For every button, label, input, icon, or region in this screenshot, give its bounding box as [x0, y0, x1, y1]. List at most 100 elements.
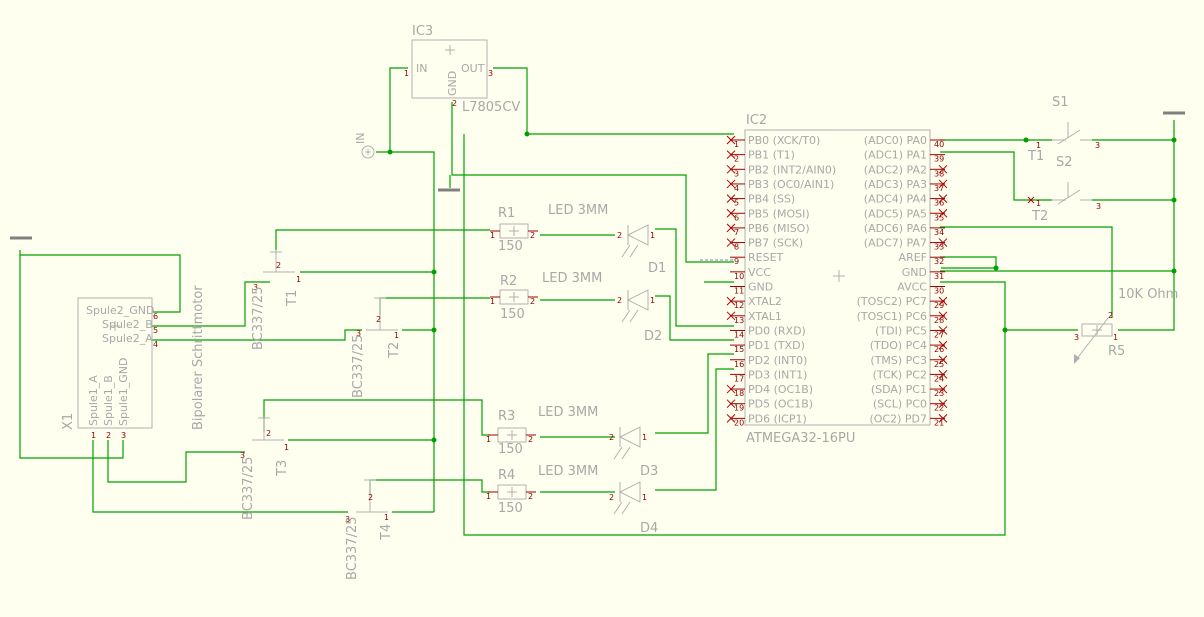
nc-cross: [726, 296, 736, 306]
svg-text:S2: S2: [1056, 155, 1073, 170]
ic3-pin-gnd: GND: [446, 71, 459, 96]
svg-text:Spule2_A: Spule2_A: [102, 332, 153, 345]
svg-text:BC337/25: BC337/25: [241, 456, 256, 520]
nc-cross: [726, 135, 736, 145]
ic3-pin-in: IN: [416, 62, 427, 75]
ic2-right-pin-number: 32: [934, 257, 944, 266]
ic2-right-pin-label: (ADC4) PA4: [864, 193, 927, 206]
svg-text:3: 3: [121, 431, 126, 440]
ic2-left-pin-label: PD0 (RXD): [748, 324, 806, 337]
svg-text:BC337/25: BC337/25: [351, 334, 366, 398]
svg-text:1: 1: [650, 296, 655, 305]
svg-text:S1: S1: [1052, 95, 1069, 110]
nc-cross: [726, 311, 736, 321]
svg-text:T2: T2: [1031, 209, 1048, 224]
ic2-right-pin-number: 29: [934, 301, 944, 310]
ic2-right-pin-label: GND: [902, 266, 927, 279]
ic2-right-pin-label: (ADC1) PA1: [864, 149, 927, 162]
ic2-right-pin-number: 35: [934, 213, 944, 222]
ic2-right-pin-number: 34: [934, 228, 944, 237]
ic2-right-pin-label: (TOSC1) PC6: [857, 310, 927, 323]
svg-text:1: 1: [642, 433, 647, 442]
svg-text:3: 3: [345, 515, 350, 524]
svg-text:2: 2: [376, 315, 381, 324]
ic2-right-pin-label: (ADC5) PA5: [864, 207, 927, 220]
svg-text:150: 150: [500, 307, 525, 322]
x1-stepper-connector[interactable]: Spule2_GND Spule2_B Spule2_A 6 5 4 Spule…: [61, 285, 206, 440]
ic2-right-pin-number: 38: [934, 169, 944, 178]
svg-text:1: 1: [1036, 141, 1041, 150]
ic2-left-pin-label: PB3 (OC0/AIN1): [748, 178, 834, 191]
svg-text:2: 2: [617, 231, 622, 240]
svg-text:1: 1: [91, 431, 96, 440]
nc-cross: [938, 194, 948, 203]
ic2-right-pin-number: 37: [934, 184, 944, 193]
ic2-right-pin-number: 27: [934, 330, 944, 339]
svg-text:LED 3MM: LED 3MM: [548, 203, 608, 218]
ic2-left-pin-label: PB4 (SS): [748, 193, 795, 206]
gnd-symbols: [10, 111, 1185, 240]
svg-text:2: 2: [609, 493, 614, 502]
led-d2[interactable]: LED 3MM D2 2 1: [542, 271, 662, 344]
ic2-left-pin-number: 1: [734, 140, 739, 149]
svg-text:1: 1: [642, 493, 647, 502]
nc-cross: [726, 223, 736, 233]
nc-cross: [726, 384, 736, 394]
svg-text:R2: R2: [500, 274, 517, 289]
ic3-pin-out: OUT: [461, 62, 485, 75]
svg-text:3: 3: [1096, 202, 1101, 211]
transistor-t3[interactable]: 231 T3 BC337/25: [240, 417, 290, 520]
svg-text:2: 2: [106, 431, 111, 440]
svg-text:BC337/25: BC337/25: [251, 286, 266, 350]
nc-cross: [938, 296, 948, 306]
nc-cross: [938, 179, 948, 189]
svg-text:2: 2: [266, 429, 271, 438]
ic2-left-pin-number: 2: [734, 155, 739, 164]
svg-text:T3: T3: [275, 460, 290, 477]
ic2-left-pin-number: 19: [734, 404, 744, 413]
transistor-t1[interactable]: 231 T1 BC337/25: [251, 250, 301, 350]
transistor-t2[interactable]: 2 3 1 T2 BC337/25: [351, 297, 402, 398]
svg-text:3: 3: [253, 283, 258, 292]
svg-text:LED 3MM: LED 3MM: [542, 271, 602, 286]
svg-text:R5: R5: [1108, 344, 1125, 359]
svg-text:1: 1: [394, 331, 399, 340]
ic2-left-pin-number: 9: [734, 257, 739, 266]
ic2-right-pin-label: (TDI) PC5: [875, 324, 927, 337]
ic2-left-pin-number: 16: [734, 360, 744, 369]
ic2-left-pin-label: XTAL1: [748, 310, 782, 323]
svg-text:2: 2: [276, 261, 281, 270]
nc-cross: [726, 399, 736, 409]
svg-text:D2: D2: [644, 329, 662, 344]
ic2-left-pin-label: GND: [748, 281, 773, 294]
ic3-regulator[interactable]: IC3 IN OUT GND L7805CV 1 3 2: [404, 24, 520, 115]
svg-text:1: 1: [404, 69, 409, 78]
ic2-left-pin-label: PB5 (MOSI): [748, 207, 810, 220]
ic2-left-pin-label: XTAL2: [748, 295, 782, 308]
in-supply[interactable]: IN: [354, 133, 375, 159]
svg-text:2: 2: [617, 296, 622, 305]
svg-text:1: 1: [284, 443, 289, 452]
svg-text:5: 5: [153, 326, 158, 335]
svg-text:150: 150: [498, 239, 523, 254]
svg-text:T2: T2: [387, 342, 402, 359]
ic2-left-pin-label: PB0 (XCK/T0): [748, 134, 820, 147]
nc-cross: [938, 326, 948, 335]
nc-cross: [726, 164, 736, 174]
svg-text:2: 2: [528, 492, 533, 501]
ic2-left-pin-label: PD2 (INT0): [748, 354, 807, 367]
svg-text:3: 3: [356, 329, 361, 338]
